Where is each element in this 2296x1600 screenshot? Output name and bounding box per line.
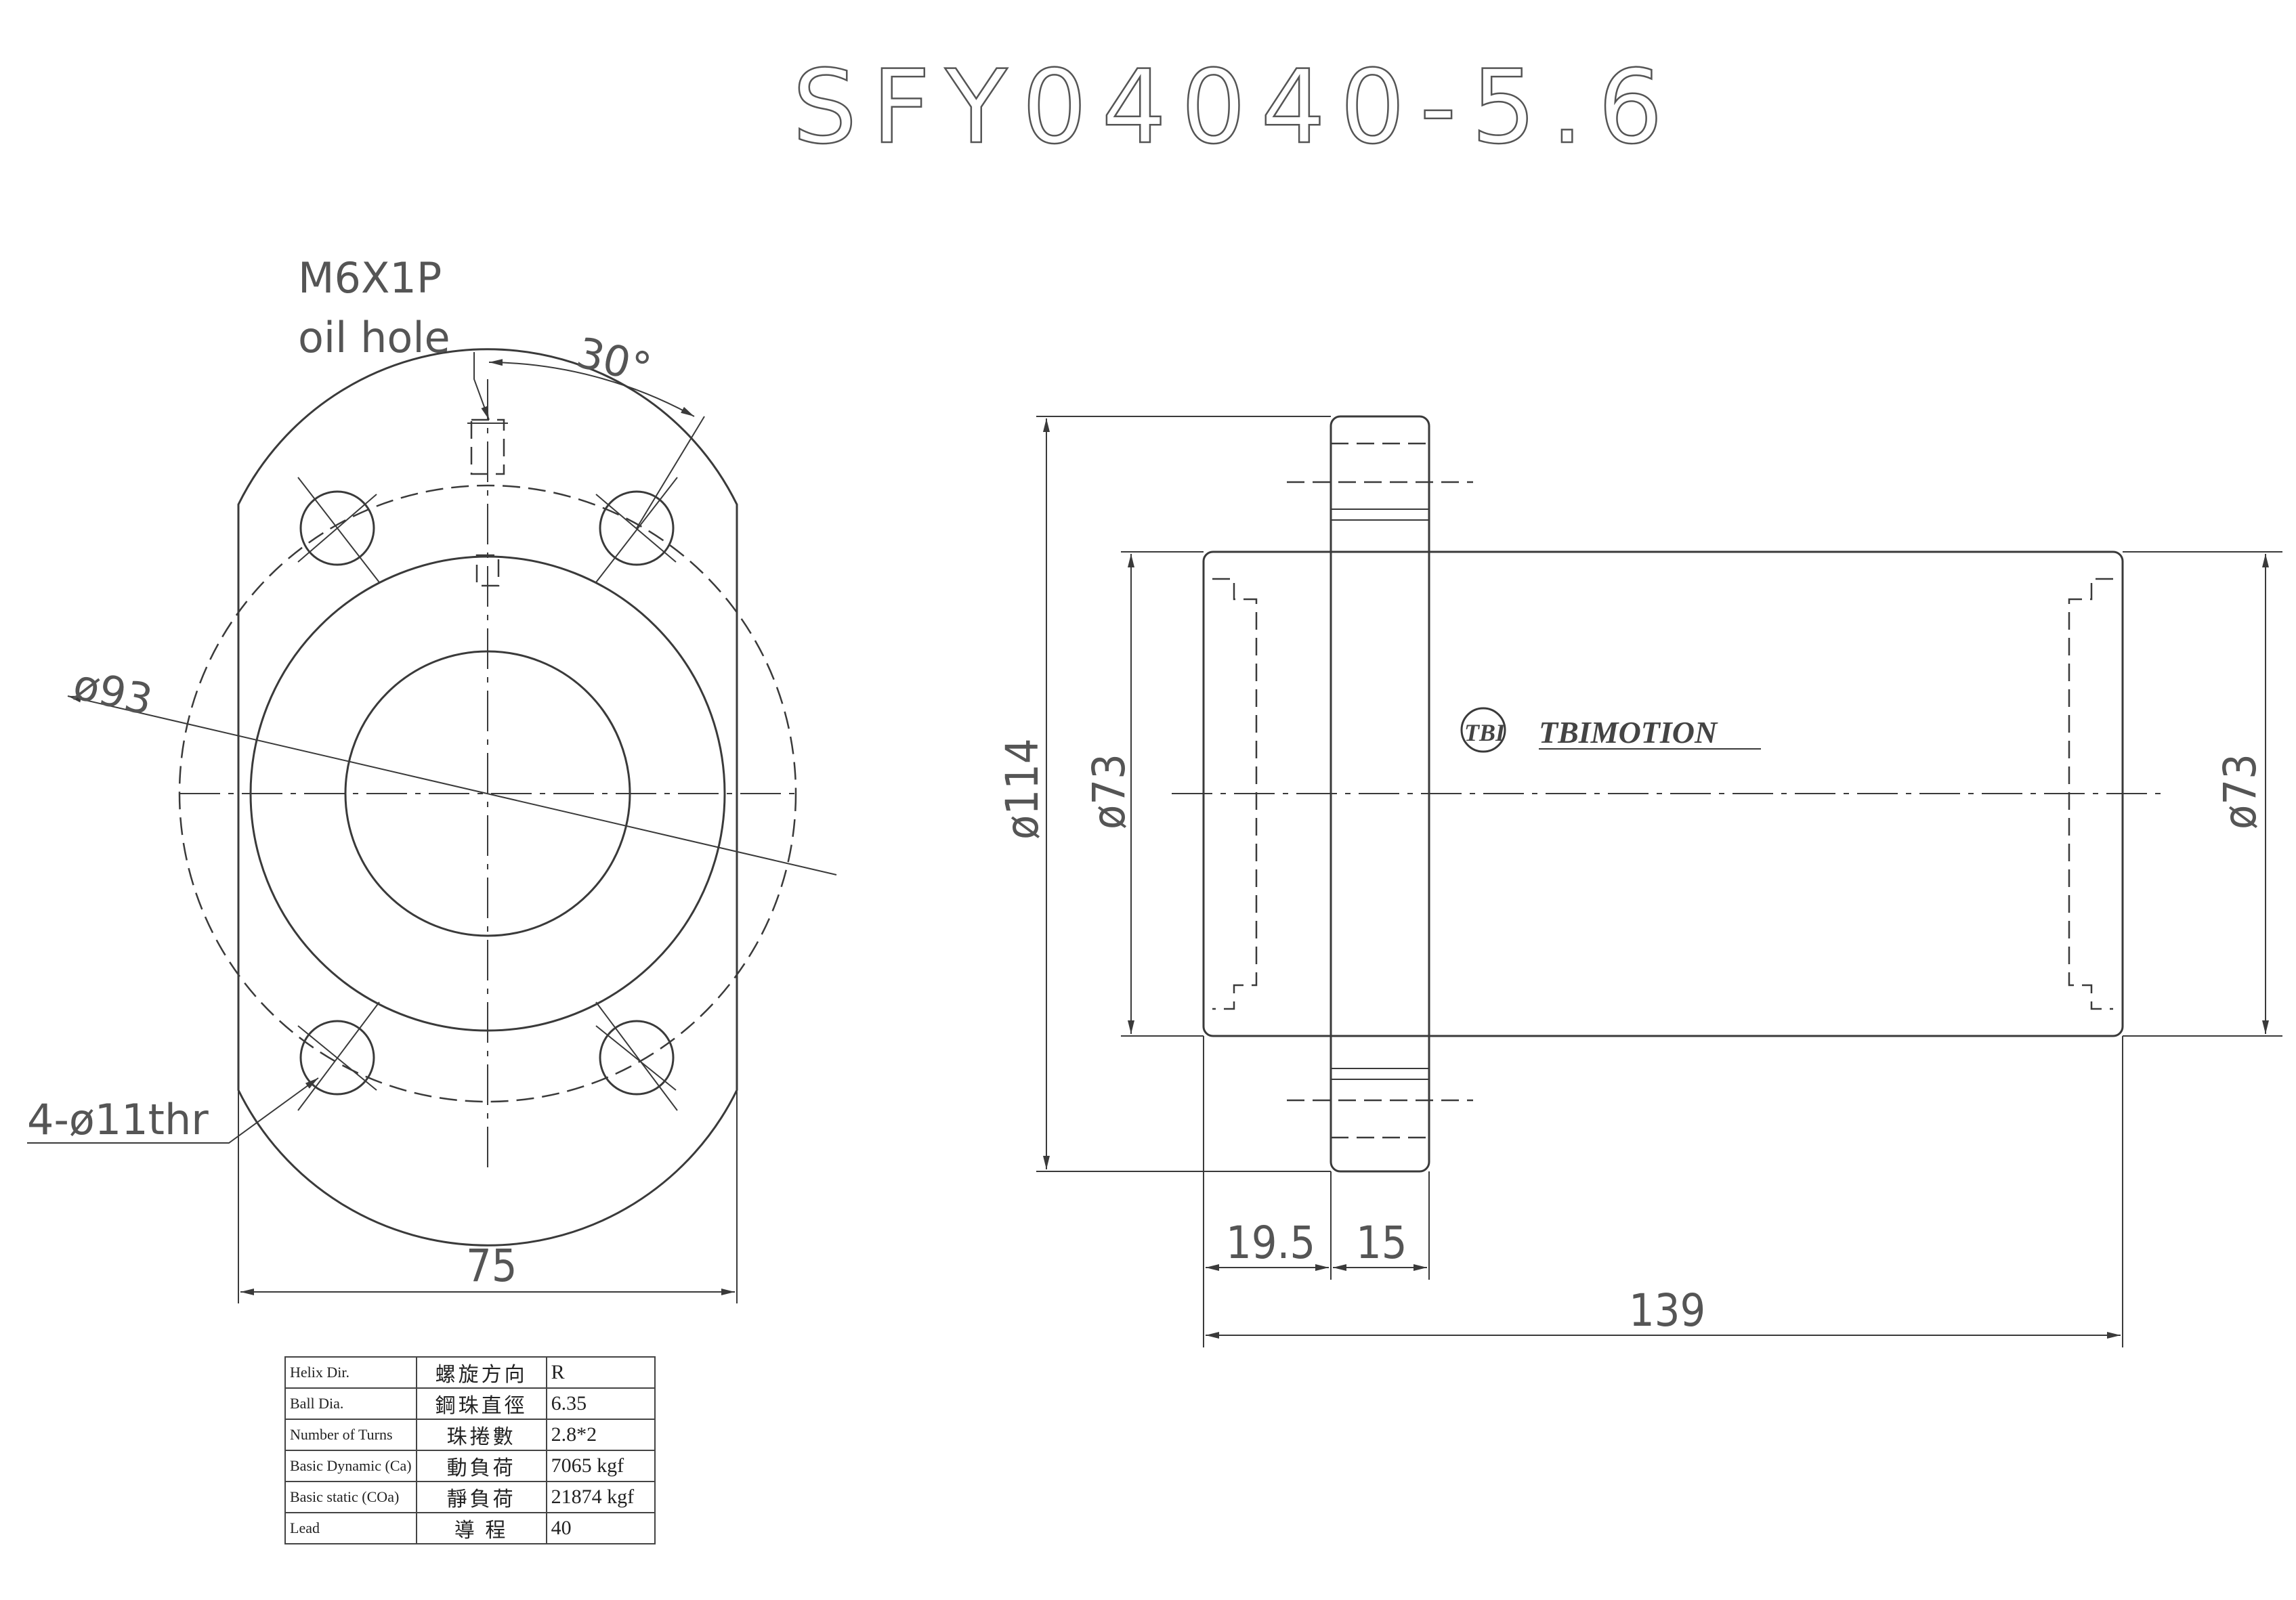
spec-value: 21874 kgf — [545, 1481, 656, 1513]
bolt-hole-top-right — [595, 477, 678, 583]
end-cap-right — [2068, 578, 2113, 1010]
holes-label: 4-ø11thr — [27, 1095, 209, 1144]
table-row: Basic static (COa) 靜負荷 21874 kgf — [284, 1481, 656, 1513]
spec-value: 40 — [545, 1512, 656, 1544]
bolt-hole-bottom-left — [297, 1001, 380, 1111]
end-cap-left — [1212, 578, 1258, 1010]
spec-name-en: Basic static (COa) — [284, 1481, 417, 1513]
angle-label: 30° — [572, 328, 656, 393]
spec-name-cn: 動負荷 — [415, 1450, 547, 1482]
angle-arc — [488, 359, 695, 417]
spec-value: 2.8*2 — [545, 1419, 656, 1451]
logo-text: TBIMOTION — [1539, 715, 1718, 750]
logo-mark: TBI — [1464, 719, 1506, 746]
spec-name-en: Helix Dir. — [284, 1356, 417, 1389]
spec-value: R — [545, 1356, 656, 1389]
holes-leader — [27, 1077, 319, 1144]
angle-extension-line — [636, 416, 705, 529]
oil-hole-label: oil hole — [298, 313, 450, 362]
spec-name-en: Basic Dynamic (Ca) — [284, 1450, 417, 1482]
flange-thickness-label: 15 — [1356, 1217, 1407, 1269]
body-dia-right-label: ø73 — [2214, 754, 2266, 829]
table-row: Basic Dynamic (Ca) 動負荷 7065 kgf — [284, 1450, 656, 1482]
spec-name-en: Number of Turns — [284, 1419, 417, 1451]
body-dia-left-label: ø73 — [1083, 754, 1135, 829]
spec-name-cn: 珠捲數 — [415, 1419, 547, 1451]
table-row: Ball Dia. 鋼珠直徑 6.35 — [284, 1387, 656, 1420]
flange-dia-label: ø114 — [996, 738, 1048, 840]
bolt-hole-bottom-right — [595, 1001, 678, 1111]
pcd-dimension-line — [67, 695, 837, 875]
spec-name-en: Ball Dia. — [284, 1387, 417, 1420]
length-a-label: 19.5 — [1226, 1217, 1315, 1269]
pcd-label: ø93 — [69, 659, 157, 725]
spec-name-cn: 靜負荷 — [415, 1481, 547, 1513]
table-row: Helix Dir. 螺旋方向 R — [284, 1356, 656, 1389]
drawing-title: SFY04040-5.6 — [792, 49, 1678, 167]
table-row: Number of Turns 珠捲數 2.8*2 — [284, 1419, 656, 1451]
spec-name-cn: 鋼珠直徑 — [415, 1387, 547, 1420]
spec-value: 6.35 — [545, 1387, 656, 1420]
oil-hole-thread-label: M6X1P — [298, 253, 442, 303]
spec-name-cn: 導 程 — [415, 1512, 547, 1544]
front-view: M6X1P oil hole 30° ø93 4-ø11thr 75 — [27, 253, 837, 1303]
width-label: 75 — [466, 1240, 517, 1292]
oil-hole-leader — [473, 352, 490, 420]
spec-name-cn: 螺旋方向 — [415, 1356, 547, 1389]
table-row: Lead 導 程 40 — [284, 1512, 656, 1544]
flange-outline — [237, 348, 738, 1247]
spec-name-en: Lead — [284, 1512, 417, 1544]
tbi-logo: TBI TBIMOTION — [1460, 707, 1761, 753]
side-view: TBI TBIMOTION ø114 ø73 ø73 19.5 15 139 — [996, 415, 2282, 1347]
oil-hole-feature — [467, 418, 508, 587]
spec-value: 7065 kgf — [545, 1450, 656, 1482]
bolt-hole-top-left — [297, 477, 380, 583]
spec-table: Helix Dir. 螺旋方向 R Ball Dia. 鋼珠直徑 6.35 Nu… — [284, 1356, 656, 1544]
total-length-label: 139 — [1629, 1284, 1705, 1337]
